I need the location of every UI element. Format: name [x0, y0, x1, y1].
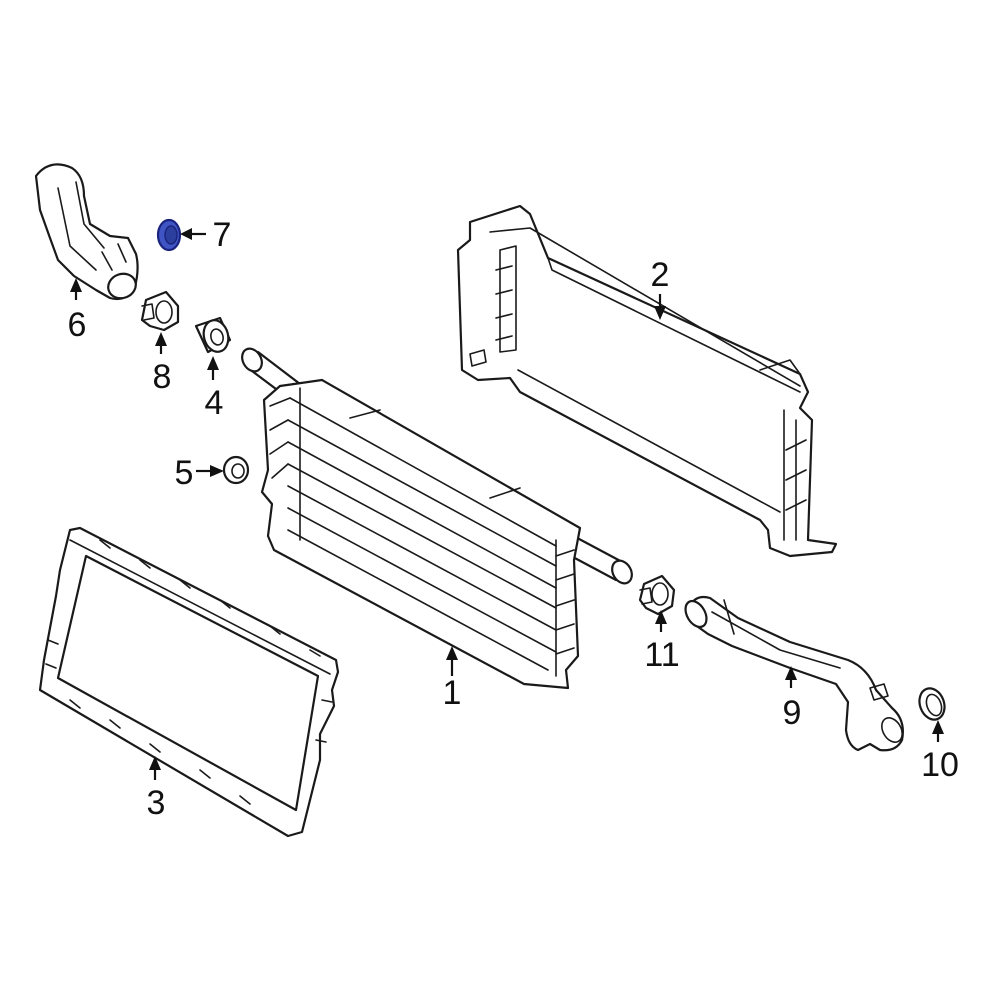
callout-label-11: 11 — [644, 636, 679, 674]
callout-label-10: 10 — [921, 746, 959, 784]
callout-label-2: 2 — [651, 256, 670, 294]
part-1-cooler[interactable] — [238, 345, 636, 690]
callout-label-1: 1 — [443, 674, 462, 712]
callout-10: 10 — [921, 720, 959, 784]
callout-4: 4 — [205, 356, 224, 422]
part-6-upper-hose[interactable] — [34, 163, 139, 302]
callout-label-7: 7 — [213, 216, 232, 254]
part-11-clamp[interactable] — [638, 574, 676, 616]
part-10-seal-ring[interactable] — [915, 685, 948, 723]
callout-label-5: 5 — [175, 454, 194, 492]
callout-11: 11 — [644, 610, 680, 674]
callout-5: 5 — [175, 454, 224, 492]
part-2-frame[interactable] — [456, 204, 838, 558]
part-5-grommet[interactable] — [222, 455, 250, 485]
callout-7: 7 — [180, 216, 231, 254]
part-9-lower-hose[interactable] — [681, 595, 906, 752]
callout-1: 1 — [443, 646, 462, 712]
callout-label-6: 6 — [68, 306, 87, 344]
callout-6: 6 — [68, 278, 87, 344]
callout-2: 2 — [651, 256, 670, 320]
part-7-seal-ring[interactable] — [156, 218, 182, 252]
callout-label-4: 4 — [205, 384, 224, 422]
callout-3: 3 — [147, 756, 166, 822]
callout-label-9: 9 — [783, 694, 802, 732]
part-3-seal-frame[interactable] — [38, 526, 340, 838]
part-4-bushing[interactable] — [194, 316, 232, 354]
part-8-clamp[interactable] — [140, 290, 180, 332]
callout-8: 8 — [153, 332, 172, 396]
callout-9: 9 — [783, 666, 802, 732]
callout-label-3: 3 — [147, 784, 166, 822]
callout-label-8: 8 — [153, 358, 172, 396]
